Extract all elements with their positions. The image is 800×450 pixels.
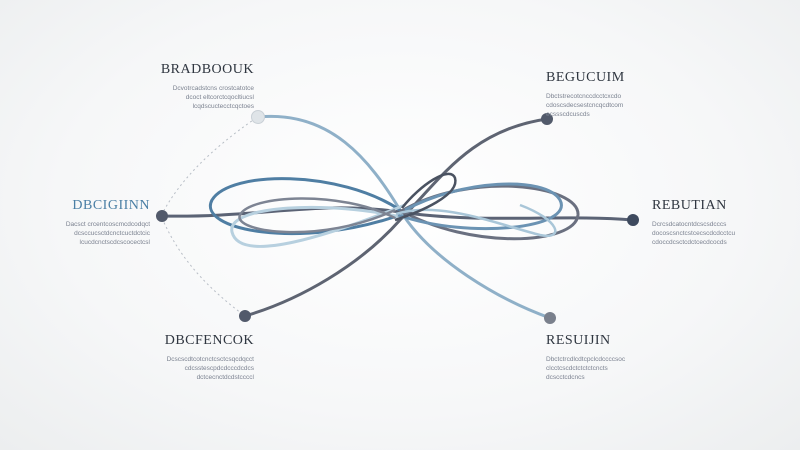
node-desc-line: Dbctctrcdlcdtcpclcdccccsoc: [546, 356, 626, 363]
node-desc-line: cdoscsdecsestcncqcdtcom: [546, 102, 624, 109]
loop-right-blue: [397, 182, 563, 231]
node-title-mid-right: REBUTIAN: [652, 198, 727, 213]
label-bottom-right: RESUIJIN Dbctctrcdlcdtcpclcdccccsoc clcc…: [546, 333, 696, 382]
node-dot-bottom-left[interactable]: [239, 310, 251, 322]
node-desc-line: cdcsstescpdcdcccdcdcs: [184, 365, 254, 372]
node-desc-line: Dbctstrecotcnccdcctcxcdo: [546, 93, 622, 100]
node-desc-line: lcqdscuctecctcqctoes: [192, 103, 254, 110]
node-desc-line: ecssscdcuscds: [546, 111, 590, 118]
node-title-bottom-right: RESUIJIN: [546, 333, 611, 348]
loop-right-inner: [394, 172, 457, 222]
node-dot-mid-right[interactable]: [627, 214, 639, 226]
node-desc-line: lcucdcnctscdcscocectcsl: [79, 239, 150, 246]
strand-top-right-to-bottom-left: [243, 117, 549, 318]
node-desc-line: Dacsct crcentcoscmcdcodqct: [65, 221, 150, 228]
node-desc-line: dcscctcdcncs: [546, 374, 585, 381]
label-mid-left: DBCIGIINN Dacsct crcentcoscmcdcodqct dcs…: [0, 198, 150, 247]
node-dot-mid-left[interactable]: [156, 210, 168, 222]
loop-right-light: [395, 203, 557, 238]
node-desc-line: Dcscscdtcotcnctcsctcsqcdqcct: [166, 356, 254, 363]
node-title-top-left: BRADBOOUK: [160, 62, 254, 77]
node-desc-line: Dcvotrcadstcns crostcatotce: [172, 85, 254, 92]
dotted-connector-top-left: [161, 117, 257, 215]
loop-right-outer: [399, 184, 580, 241]
label-mid-right: REBUTIAN Dcrcsdcatocntdcscsdcccs docoscs…: [652, 198, 800, 247]
node-dot-top-right[interactable]: [541, 113, 553, 125]
loop-left-outer: [208, 177, 401, 236]
node-title-bottom-left: DBCFENCOK: [164, 333, 254, 348]
node-desc-line: Dcrcsdcatocntdcscsdcccs: [652, 221, 727, 228]
node-dot-top-left[interactable]: [251, 110, 265, 124]
node-desc-line: dctcecnctdcdstccccl: [196, 374, 254, 381]
loop-left-light: [230, 203, 406, 248]
node-desc-line: clcctcscdctctctctcncts: [546, 365, 608, 372]
label-top-left: BRADBOOUK Dcvotrcadstcns crostcatotce dc…: [104, 62, 254, 111]
node-title-top-right: BEGUCUIM: [546, 70, 625, 85]
loop-left-grey: [238, 197, 396, 234]
node-desc-line: dcoct eltcorctcqocltiucsl: [185, 94, 254, 101]
label-top-right: BEGUCUIM Dbctstrecotcnccdcctcxcdo cdoscs…: [546, 70, 696, 119]
label-bottom-left: DBCFENCOK Dcscscdtcotcnctcsctcsqcdqcct c…: [104, 333, 254, 382]
dotted-connector-bottom-left: [161, 217, 246, 317]
node-dot-bottom-right[interactable]: [544, 312, 556, 324]
node-desc-line: dcsccucsctdcnctcuctdctcic: [74, 230, 150, 237]
node-title-mid-left: DBCIGIINN: [72, 198, 150, 213]
node-desc-line: docoscsnctcstcecscdcdcctcu: [652, 230, 736, 237]
node-desc-line: cdoccdcsctcdctcecdcocds: [652, 239, 727, 246]
